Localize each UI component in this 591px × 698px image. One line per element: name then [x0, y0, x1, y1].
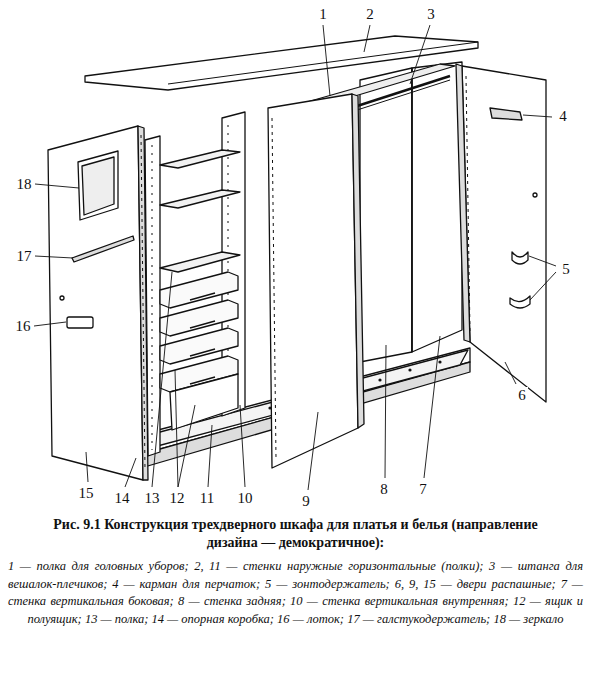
mirror: [78, 151, 118, 220]
callout-number: 4: [557, 108, 569, 125]
callout-number: 12: [168, 490, 187, 507]
callout-number: 15: [77, 485, 96, 502]
callout-number: 10: [236, 490, 255, 507]
glove-pocket: [490, 108, 522, 120]
callout-number: 7: [417, 481, 429, 498]
leader-lines: [34, 25, 556, 490]
callout-number: 2: [364, 6, 376, 23]
callout-number: 5: [560, 261, 572, 278]
callout-number: 6: [516, 387, 528, 404]
figure-caption: 1 — полка для головных уборов; 2, 11 — с…: [8, 558, 583, 628]
callout-number: 18: [15, 176, 34, 193]
callout-number: 3: [425, 6, 437, 23]
callout-number: 11: [198, 490, 216, 507]
back-wall: [360, 68, 412, 362]
callout-number: 1: [317, 6, 329, 23]
callout-number: 17: [15, 248, 34, 265]
shelf: [160, 252, 240, 272]
shelf: [160, 150, 240, 168]
figure-title: Рис. 9.1 Конструкция трехдверного шкафа …: [40, 516, 551, 552]
shelf: [160, 190, 240, 208]
tray: [67, 317, 93, 328]
callout-number: 13: [143, 490, 162, 507]
left-door: [48, 126, 143, 480]
callout-number: 14: [113, 490, 132, 507]
callout-number: 9: [300, 493, 312, 510]
top-wall: [85, 36, 478, 90]
umbrella-holder: [510, 296, 530, 308]
callout-number: 8: [378, 481, 390, 498]
umbrella-holder: [512, 252, 528, 264]
callout-number: 16: [14, 318, 33, 335]
middle-door: [268, 94, 358, 468]
drawers: [160, 272, 238, 430]
side-wall: [412, 62, 462, 352]
tie-holder: [72, 236, 134, 262]
right-door: [462, 66, 546, 402]
